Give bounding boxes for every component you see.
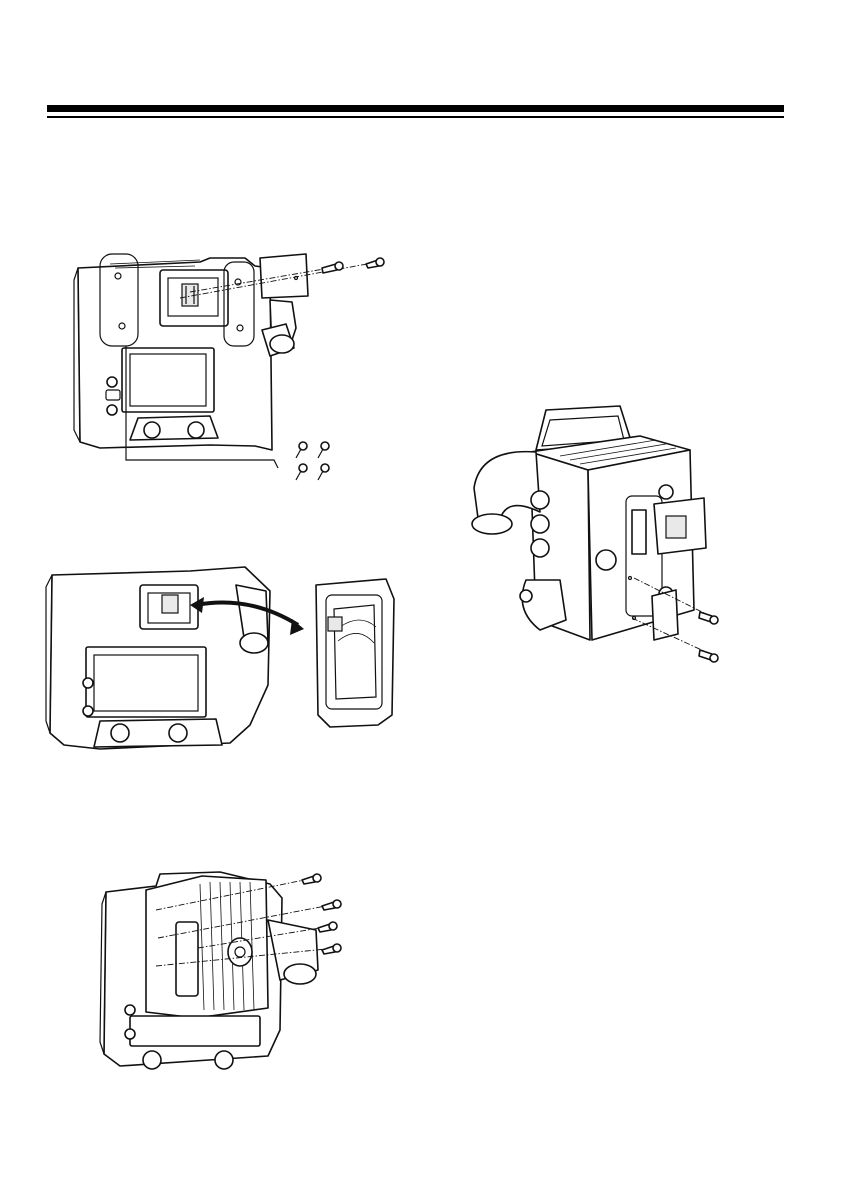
screws-group-icon: [296, 442, 329, 480]
cover-plate-illustration: [470, 400, 730, 670]
header-rule-thick: [47, 105, 784, 112]
figure-attach-adapter-plate: [100, 870, 360, 1090]
figure-disconnect-connector: [40, 565, 410, 755]
figure-attach-cover-plate: [470, 400, 730, 670]
header-rule-thin: [47, 116, 784, 118]
adapter-plate-illustration: [100, 870, 360, 1090]
camera-rear-illustration: [60, 240, 400, 490]
figure-remove-plate: [60, 240, 400, 490]
connector-illustration: [40, 565, 410, 755]
